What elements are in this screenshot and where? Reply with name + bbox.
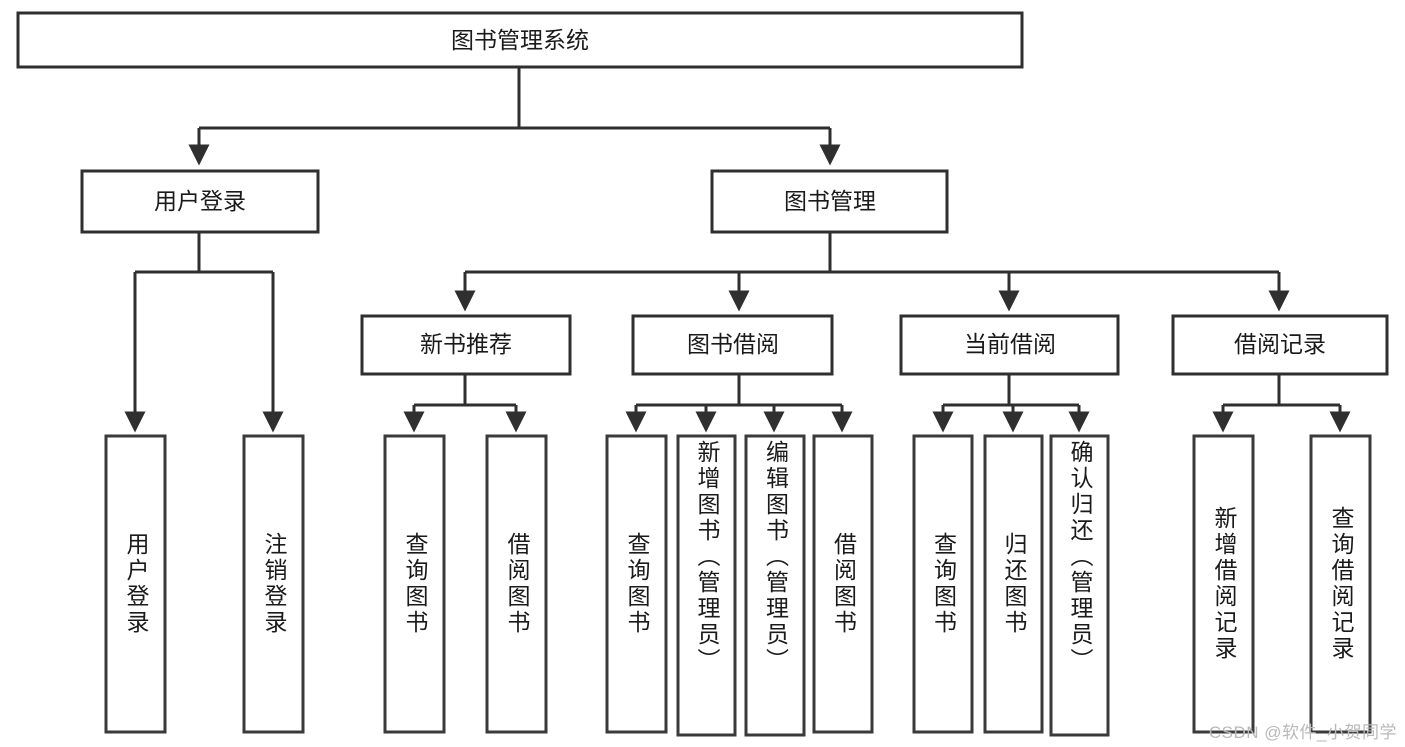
leaf-box-bb-add-book-admin[interactable] — [676, 434, 737, 737]
leaf-box-nb-query-book[interactable] — [383, 434, 446, 734]
leaf-box-cb-confirm-return-admin[interactable] — [1049, 434, 1110, 737]
node-box-current-borrow[interactable] — [899, 314, 1120, 376]
node-box-user-login[interactable] — [80, 169, 320, 234]
label-current-borrow: 当前借阅 — [964, 331, 1056, 357]
node-box-book-borrow[interactable] — [631, 314, 834, 376]
watermark-text: CSDN @软件_小贺同学 — [1208, 723, 1397, 742]
horizontal-label-group: 图书管理系统 用户登录 图书管理 新书推荐 图书借阅 当前借阅 借阅记录 — [154, 27, 1326, 357]
leaf-box-nb-borrow-book[interactable] — [485, 434, 548, 734]
label-user-login: 用户登录 — [154, 188, 246, 214]
node-box-borrow-record[interactable] — [1171, 314, 1389, 376]
leaf-box-cb-return-book[interactable] — [983, 434, 1044, 734]
leaf-box-bb-query-book[interactable] — [605, 434, 668, 734]
leaf-box-user-login[interactable] — [104, 434, 167, 734]
leaf-box-bb-borrow-book[interactable] — [812, 434, 874, 734]
leaf-box-br-query-record[interactable] — [1309, 434, 1372, 734]
label-new-book-recommend: 新书推荐 — [420, 331, 512, 357]
node-box-book-manage[interactable] — [710, 169, 949, 234]
leaf-box-bb-edit-book-admin[interactable] — [744, 434, 806, 737]
label-book-manage: 图书管理 — [784, 188, 876, 214]
node-box-new-book-recommend[interactable] — [360, 314, 572, 376]
label-root: 图书管理系统 — [451, 27, 589, 53]
node-box-root[interactable] — [16, 11, 1024, 69]
label-book-borrow: 图书借阅 — [687, 331, 779, 357]
leaf-box-cb-query-book[interactable] — [912, 434, 974, 734]
leaf-box-logout[interactable] — [242, 434, 305, 734]
node-box-group — [16, 11, 1389, 737]
connector-group — [124, 68, 1351, 433]
label-borrow-record: 借阅记录 — [1234, 331, 1326, 357]
leaf-box-br-add-record[interactable] — [1192, 434, 1255, 734]
